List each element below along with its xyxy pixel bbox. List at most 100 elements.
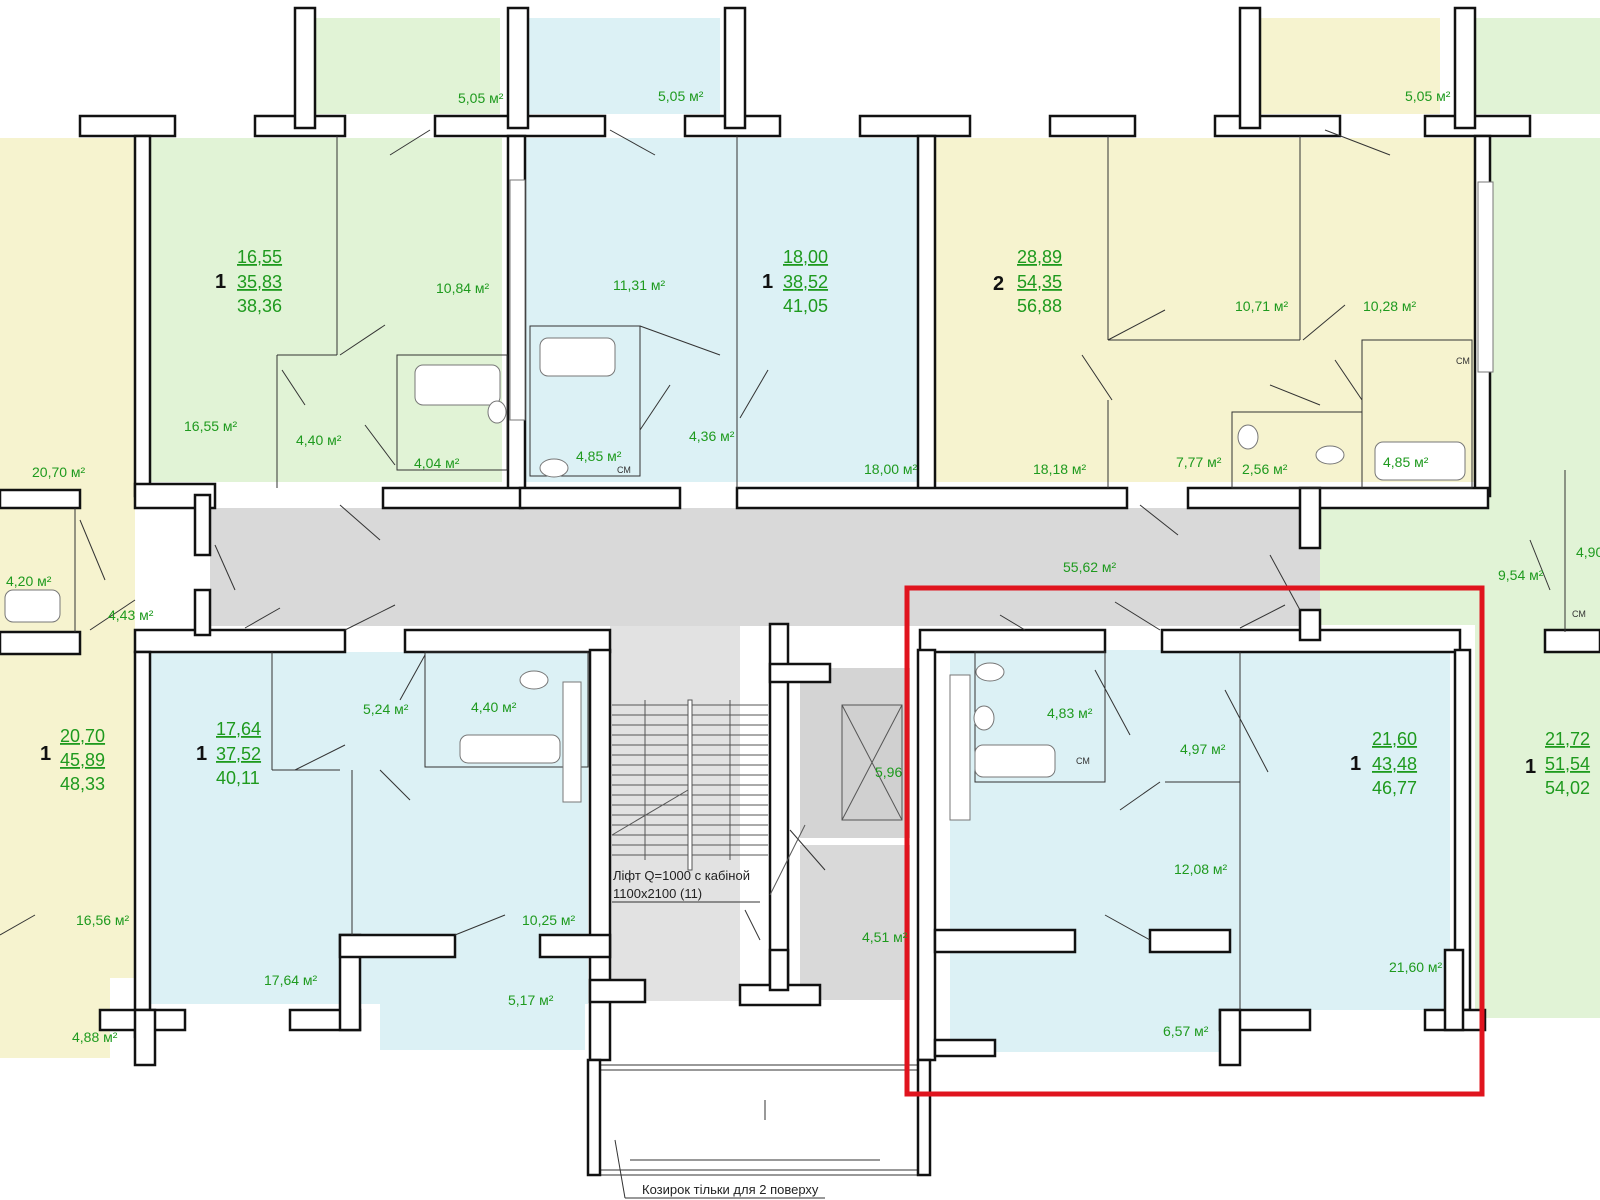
washer-mark: СМ: [617, 465, 631, 475]
svg-text:56,88: 56,88: [1017, 296, 1062, 316]
apartment-labels: 1 16,55 35,83 38,36 1 18,00 38,52 41,05 …: [40, 247, 1590, 798]
area-label: 4,43 м²: [108, 607, 154, 623]
area-label: 5,05 м²: [458, 90, 504, 106]
notes: СМ СМ СМ СМ Ліфт Q=1000 с кабіной 1100x2…: [612, 356, 1586, 1199]
svg-text:1: 1: [1350, 753, 1361, 775]
balcony-zone: [950, 960, 1220, 1052]
highlight-frame: [904, 585, 1485, 1097]
apartment-zone: [935, 138, 1475, 482]
apartment-zone: [0, 138, 135, 978]
area-label: 4,85 м²: [1383, 454, 1429, 470]
apartment-zone: [950, 650, 1450, 1010]
apartment-label: 1 21,60 43,48 46,77: [1350, 729, 1417, 798]
washer-mark: СМ: [1572, 609, 1586, 619]
bathtub-icon: [4, 589, 61, 623]
svg-text:21,72: 21,72: [1545, 729, 1590, 749]
toilet-icon: [519, 670, 549, 690]
apartment-zone: [150, 138, 502, 482]
area-label: 5,96: [875, 764, 902, 780]
area-label: 17,64 м²: [264, 972, 318, 988]
area-label: 18,00 м²: [864, 461, 918, 477]
lift-shaft: [769, 704, 903, 896]
area-label: 10,28 м²: [1363, 298, 1417, 314]
bathtub-icon: [1374, 441, 1466, 481]
svg-text:40,11: 40,11: [216, 768, 260, 788]
toilet-icon: [975, 662, 1005, 682]
apartment-label: 2 28,89 54,35 56,88: [993, 247, 1062, 316]
balcony-zone: [520, 18, 720, 114]
svg-text:35,83: 35,83: [237, 272, 282, 292]
area-label: 4,51 м²: [862, 929, 908, 945]
fixtures: [4, 179, 1494, 821]
corridor-zone: [210, 508, 1320, 626]
zones: [0, 18, 1600, 1058]
area-label: 4,40 м²: [296, 432, 342, 448]
svg-text:38,52: 38,52: [783, 272, 828, 292]
area-label: 4,83 м²: [1047, 705, 1093, 721]
svg-text:37,52: 37,52: [216, 744, 261, 764]
area-label: 7,77 м²: [1176, 454, 1222, 470]
svg-text:1: 1: [215, 271, 226, 293]
balcony-zone: [380, 960, 585, 1050]
area-label: 5,24 м²: [363, 701, 409, 717]
apartment-zone: [1320, 495, 1475, 625]
area-label: 21,60 м²: [1389, 959, 1443, 975]
svg-text:2: 2: [993, 273, 1004, 295]
area-label: 4,04 м²: [414, 455, 460, 471]
washer-mark: СМ: [1076, 756, 1090, 766]
door-swings: [0, 129, 1551, 941]
svg-text:1: 1: [1525, 756, 1536, 778]
apartment-zone: [1475, 138, 1600, 1018]
area-label: 10,71 м²: [1235, 298, 1289, 314]
area-label: 4,40 м²: [471, 699, 517, 715]
apartment-label: 1 16,55 35,83 38,36: [215, 247, 282, 316]
staircase: [611, 699, 768, 871]
svg-text:41,05: 41,05: [783, 296, 828, 316]
washer-mark: СМ: [1456, 356, 1470, 366]
walls: [0, 6, 1600, 1177]
balcony-zone: [1460, 18, 1600, 114]
balcony-zone: [310, 18, 500, 114]
svg-text:43,48: 43,48: [1372, 754, 1417, 774]
apartment-label: 1 17,64 37,52 40,11: [196, 719, 261, 788]
area-label: 12,08 м²: [1174, 861, 1228, 877]
svg-text:18,00: 18,00: [783, 247, 828, 267]
svg-text:28,89: 28,89: [1017, 247, 1062, 267]
svg-text:54,02: 54,02: [1545, 778, 1590, 798]
area-label: 18,18 м²: [1033, 461, 1087, 477]
area-label: 5,05 м²: [658, 88, 704, 104]
area-label: 55,62 м²: [1063, 559, 1117, 575]
area-label: 9,54 м²: [1498, 567, 1544, 583]
area-label: 10,84 м²: [436, 280, 490, 296]
area-label: 16,55 м²: [184, 418, 238, 434]
svg-text:54,35: 54,35: [1017, 272, 1062, 292]
area-label: 4,88 м²: [72, 1029, 118, 1045]
svg-text:16,55: 16,55: [237, 247, 282, 267]
svg-text:1: 1: [40, 743, 51, 765]
svg-text:1: 1: [196, 743, 207, 765]
svg-text:21,60: 21,60: [1372, 729, 1417, 749]
apartment-zone: [525, 138, 917, 482]
area-label: 20,70 м²: [32, 464, 86, 480]
balcony-zone: [0, 958, 110, 1058]
apartment-label: 1 18,00 38,52 41,05: [762, 247, 828, 316]
svg-text:46,77: 46,77: [1372, 778, 1417, 798]
svg-text:17,64: 17,64: [216, 719, 261, 739]
bathtub-icon: [459, 734, 561, 764]
svg-text:45,89: 45,89: [60, 750, 105, 770]
toilet-icon: [1315, 445, 1345, 465]
svg-text:51,54: 51,54: [1545, 754, 1590, 774]
lift-note: Ліфт Q=1000 с кабіной: [613, 868, 750, 883]
area-label: 10,25 м²: [522, 912, 576, 928]
lift-note: 1100x2100 (11): [613, 886, 702, 901]
bathtub-icon: [539, 337, 616, 377]
canopy-note: Козирок тільки для 2 поверху: [642, 1182, 819, 1197]
sink-icon: [487, 400, 507, 424]
hall-zone: [800, 845, 910, 1000]
area-label: 5,17 м²: [508, 992, 554, 1008]
room-area-labels: 5,05 м² 5,05 м² 5,05 м² 10,84 м² 16,55 м…: [6, 88, 1600, 1045]
bathtub-icon: [974, 744, 1056, 778]
area-label: 4,85 м²: [576, 448, 622, 464]
svg-text:1: 1: [762, 271, 773, 293]
sink-icon: [1237, 424, 1259, 450]
